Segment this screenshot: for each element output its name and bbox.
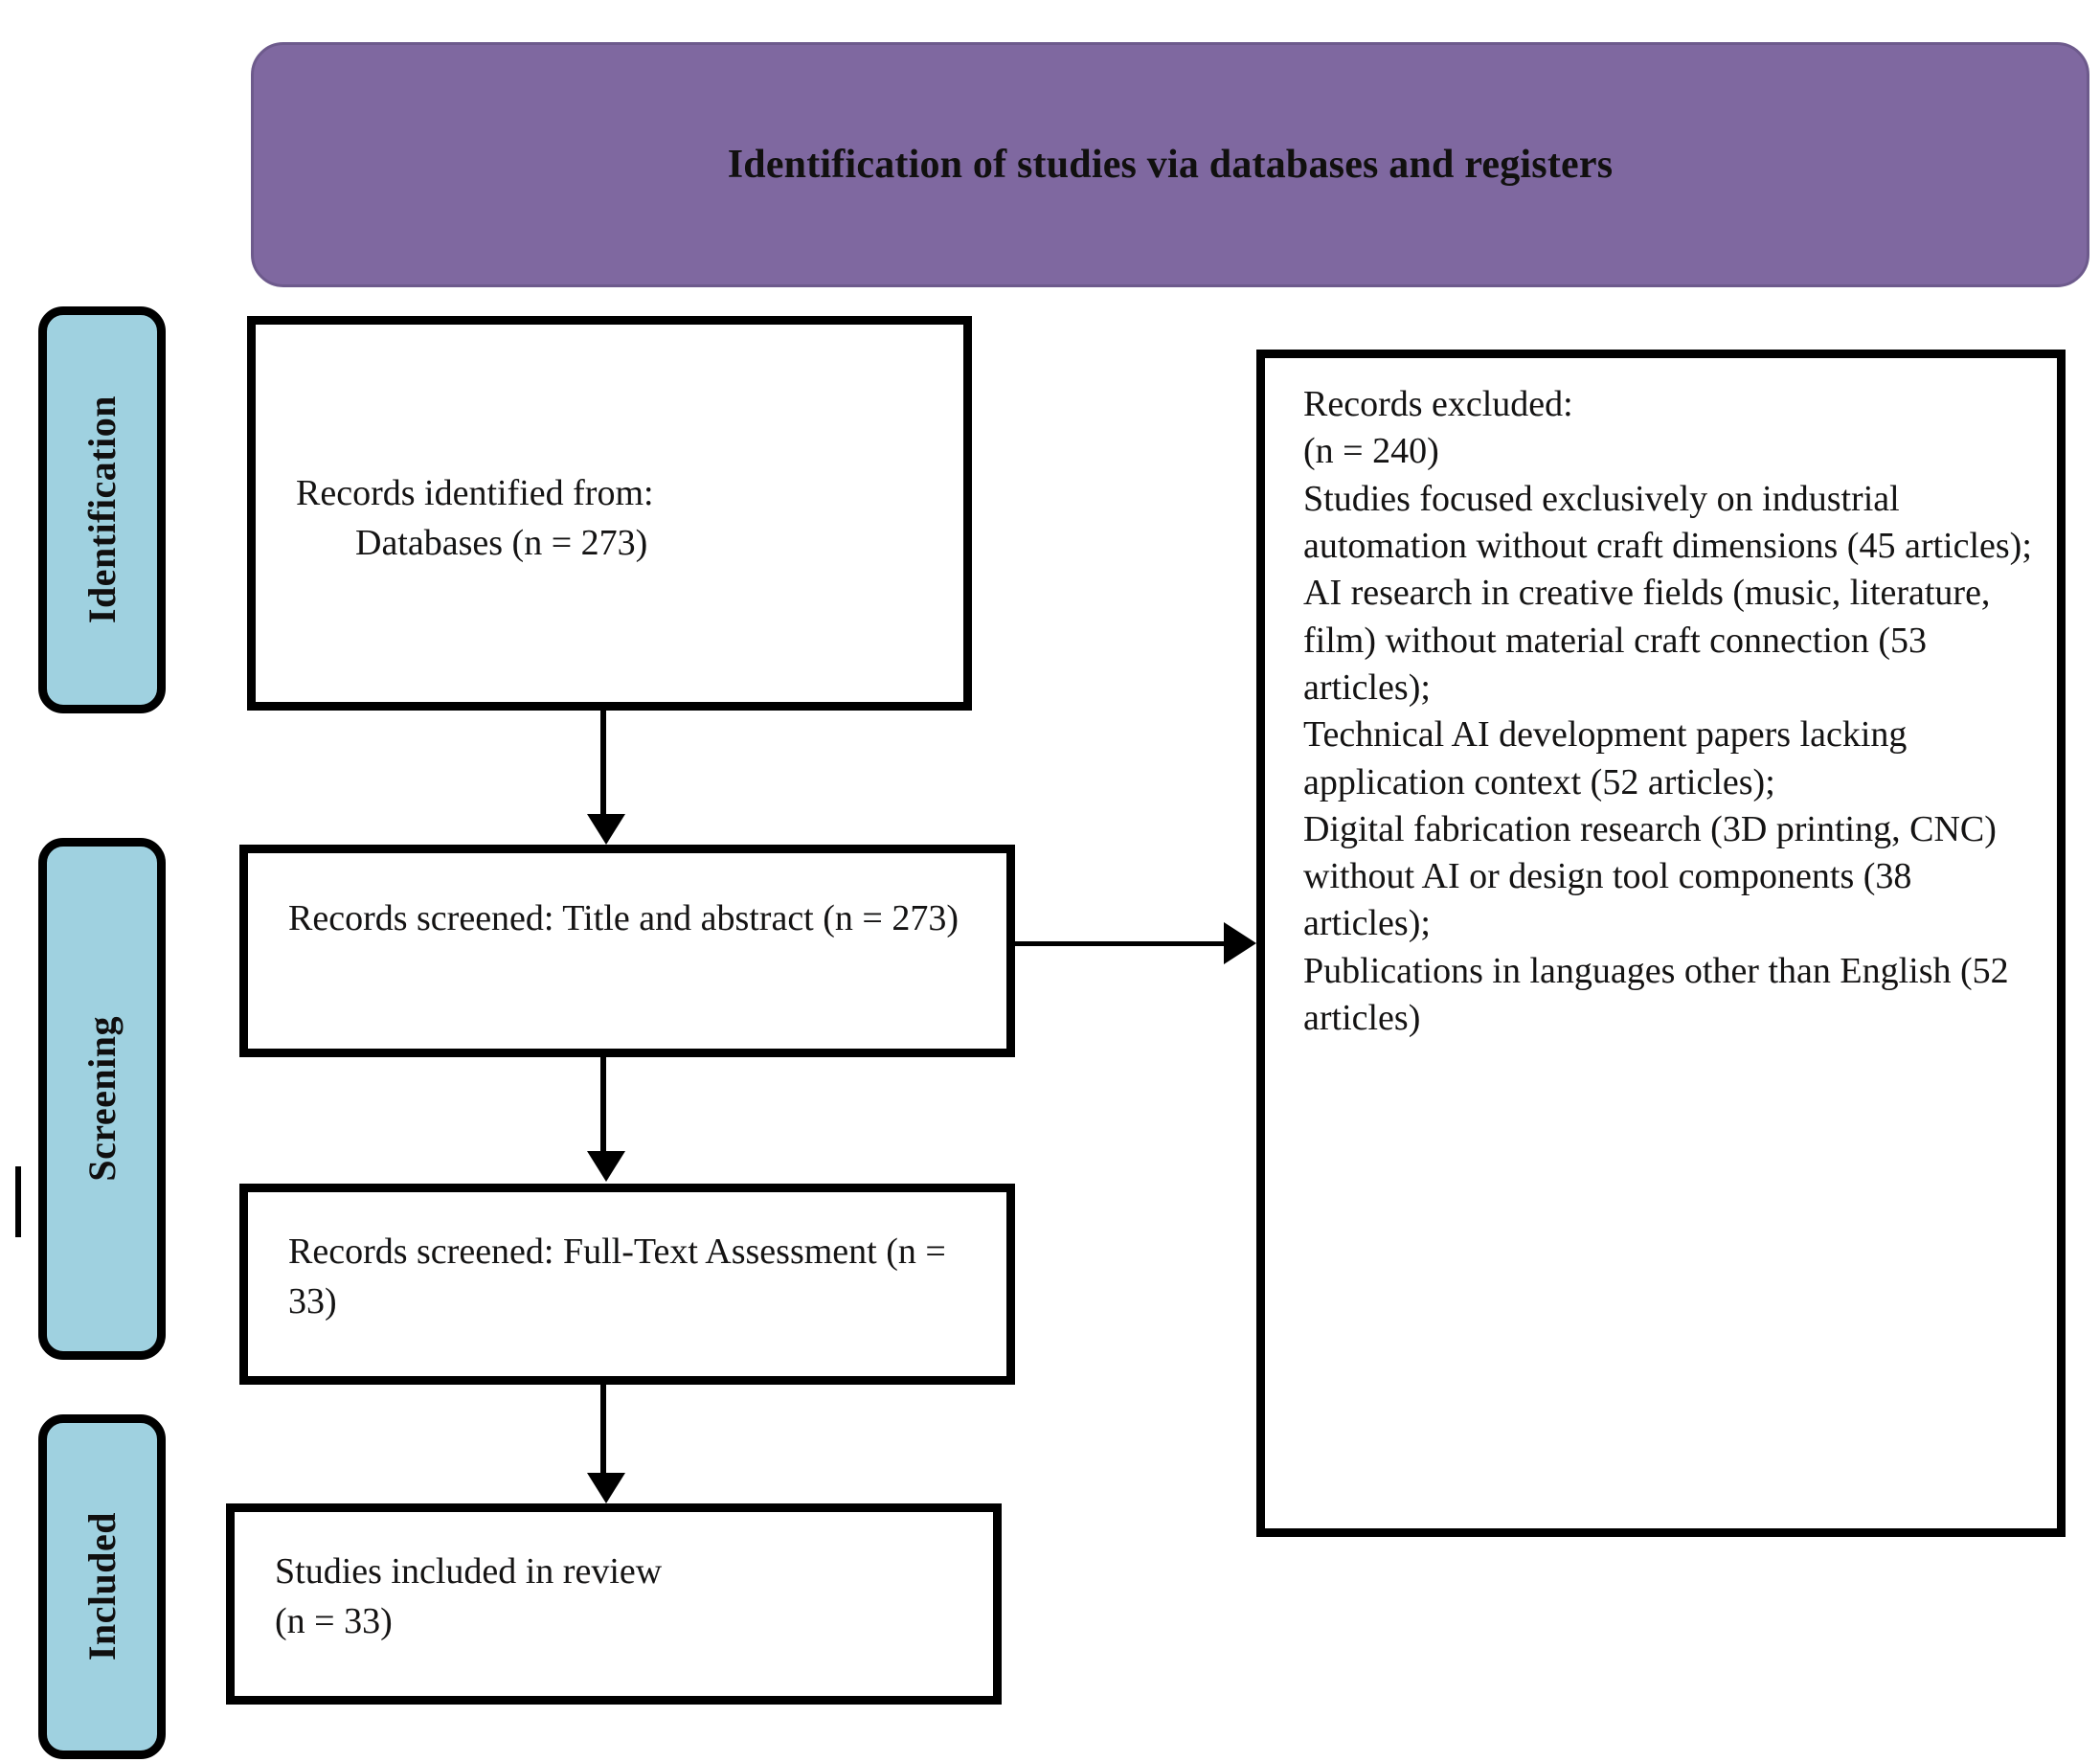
excluded-reason: Digital fabrication research (3D printin… [1303, 808, 1997, 944]
node-studies-included-text: Studies included in review (n = 33) [275, 1547, 968, 1647]
node-records-excluded: Records excluded: (n = 240) Studies focuse… [1256, 350, 2066, 1537]
records-identified-line2: Databases (n = 273) [355, 523, 648, 564]
node-records-identified-text: Records identified from: Databases (n = … [296, 468, 938, 569]
page-title: Identification of studies via databases … [727, 142, 1614, 187]
excluded-reason: Publications in languages other than Eng… [1303, 950, 2009, 1039]
node-records-excluded-text: Records excluded: (n = 240) Studies focuse… [1303, 381, 2036, 1042]
excluded-count: (n = 240) [1303, 431, 1439, 472]
excluded-reason: Technical AI development papers lacking … [1303, 714, 1908, 802]
stage-label-included: Included [38, 1414, 166, 1759]
arrow-down-icon [587, 814, 625, 845]
stage-label-screening: Screening [38, 838, 166, 1360]
excluded-reason: AI research in creative fields (music, l… [1303, 573, 1991, 708]
stage-label-identification-text: Identification [80, 395, 124, 624]
studies-included-line2: (n = 33) [275, 1601, 393, 1642]
records-identified-line1: Records identified from: [296, 473, 654, 513]
screening-tick-mark [15, 1166, 21, 1237]
node-records-screened-title-abstract: Records screened: Title and abstract (n … [239, 845, 1015, 1057]
connector-screened-title-to-excluded [1015, 941, 1228, 946]
node-records-screened-full-text: Records screened: Full-Text Assessment (… [239, 1184, 1015, 1385]
stage-label-identification: Identification [38, 306, 166, 713]
node-records-screened-full-text-text: Records screened: Full-Text Assessment (… [288, 1231, 946, 1322]
connector-identified-to-screened-title [600, 711, 606, 818]
arrow-right-icon [1224, 922, 1256, 964]
arrow-down-icon [587, 1473, 625, 1503]
excluded-reason: Studies focused exclusively on industria… [1303, 478, 2032, 566]
studies-included-line1: Studies included in review [275, 1551, 663, 1592]
arrow-down-icon [587, 1151, 625, 1182]
connector-screened-title-to-full-text [600, 1057, 606, 1155]
excluded-heading: Records excluded: [1303, 384, 1573, 424]
diagram-header-banner: Identification of studies via databases … [251, 42, 2089, 287]
node-records-identified: Records identified from: Databases (n = … [247, 316, 972, 711]
node-studies-included-in-review: Studies included in review (n = 33) [226, 1503, 1002, 1705]
stage-label-screening-text: Screening [80, 1016, 124, 1182]
connector-full-text-to-included [600, 1385, 606, 1477]
stage-label-included-text: Included [80, 1512, 124, 1661]
node-records-screened-title-abstract-text: Records screened: Title and abstract (n … [288, 898, 959, 938]
